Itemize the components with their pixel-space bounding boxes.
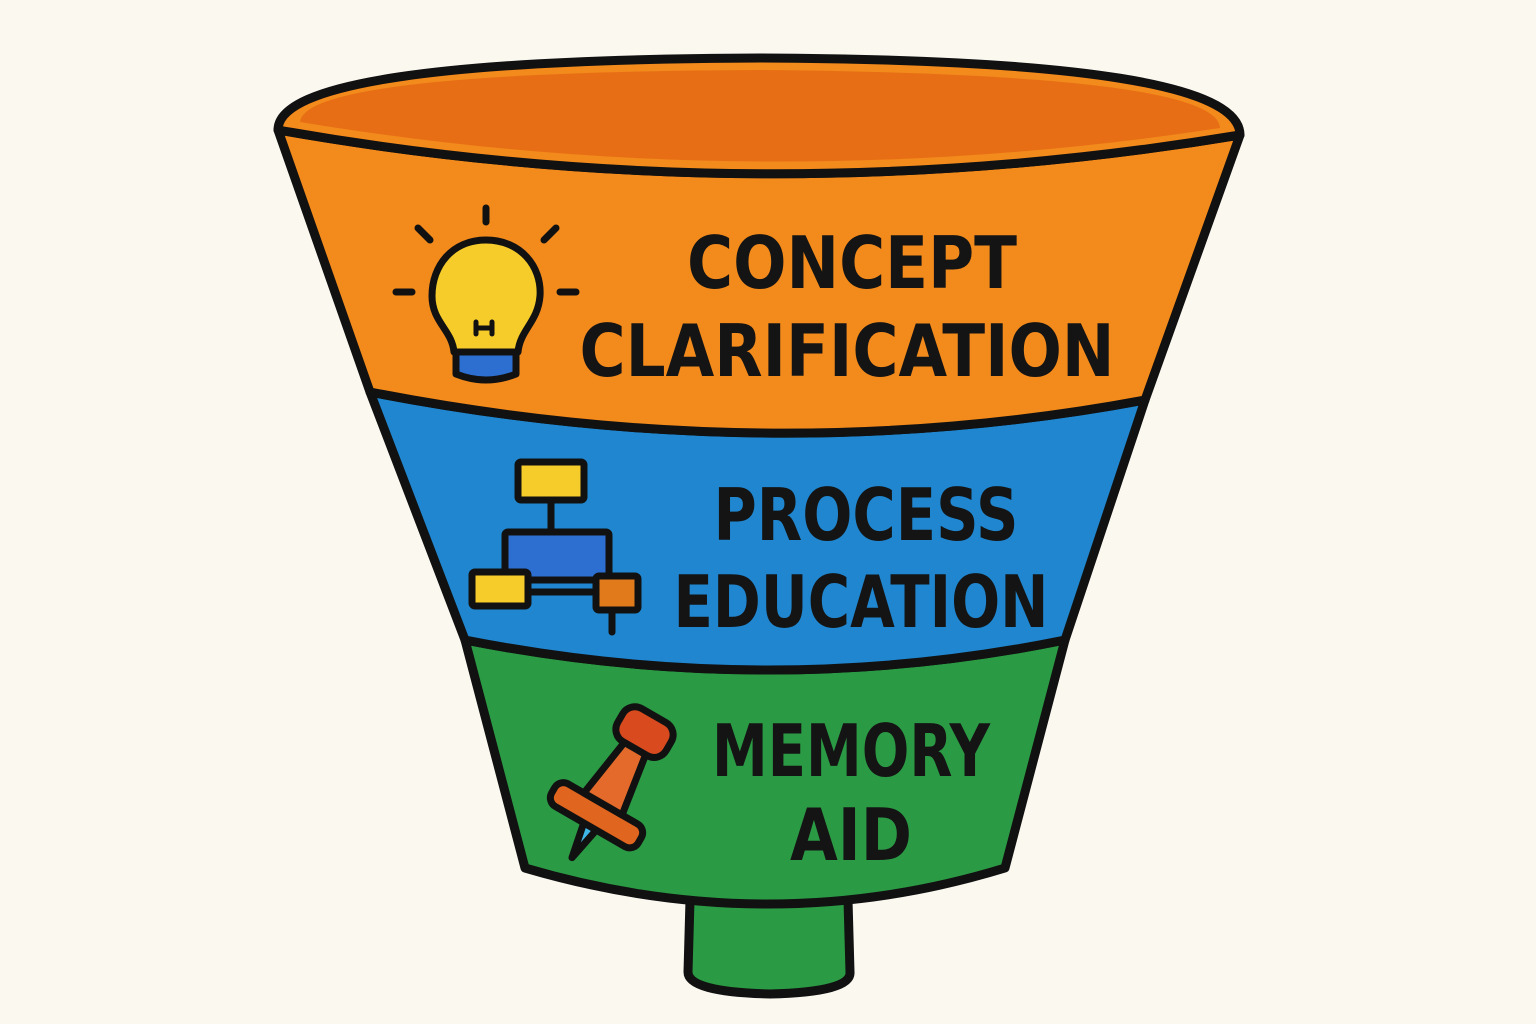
pushpin-icon <box>546 703 677 862</box>
stage-2-line-1: PROCESS <box>714 473 1019 557</box>
stage-3-line-1: MEMORY <box>712 709 991 793</box>
funnel-rim-inner <box>300 70 1220 162</box>
stage-1-line-2: CLARIFICATION <box>580 309 1115 393</box>
flowchart-icon <box>468 458 642 636</box>
stage-2-line-2: EDUCATION <box>674 560 1049 644</box>
stage-3-line-2: AID <box>790 793 912 877</box>
funnel-spout <box>683 895 855 999</box>
lightbulb-icon <box>392 204 580 384</box>
stage-1-line-1: CONCEPT <box>687 221 1017 305</box>
